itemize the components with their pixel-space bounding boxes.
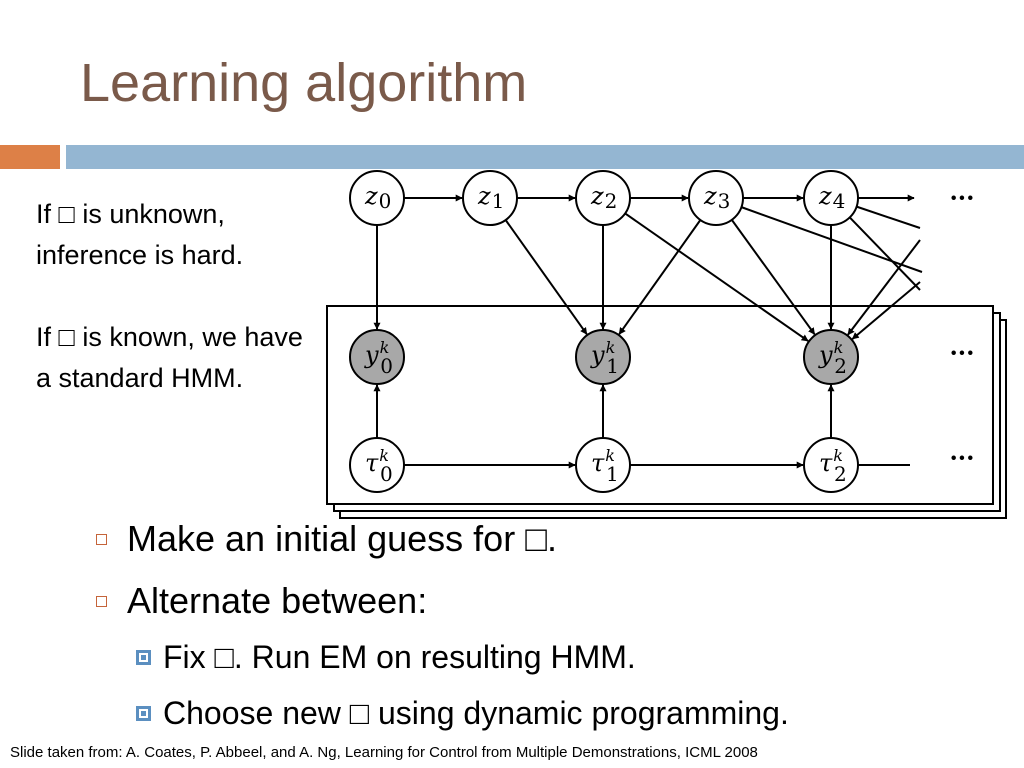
bullet-alternate: Alternate between: <box>96 580 427 622</box>
edge-incoming-y2-1 <box>851 281 921 340</box>
diagram-edges <box>373 194 923 469</box>
bullet-text: Fix □. Run EM on resulting HMM. <box>163 639 636 675</box>
node-z1: z1 <box>462 170 518 226</box>
bullet-marker-hollow <box>96 595 107 607</box>
ellipsis-top: ··· <box>949 183 974 212</box>
citation-footer: Slide taken from: A. Coates, P. Abbeel, … <box>10 744 758 761</box>
edge-continuation-3 <box>849 216 921 291</box>
edge-z1-y1 <box>504 219 588 335</box>
node-circle <box>349 170 405 226</box>
plate-front <box>326 305 994 505</box>
node-label: z3 <box>703 182 730 213</box>
bullet-marker-filled <box>136 650 151 665</box>
node-label: z1 <box>477 182 504 213</box>
accent-bar-orange <box>0 145 60 169</box>
side-text-known: If □ is known, we have a standard HMM. <box>36 322 303 393</box>
node-circle <box>803 170 859 226</box>
edge-continuation-2 <box>856 205 921 229</box>
edge-z2-y2 <box>624 212 809 342</box>
edge-z3-y1 <box>618 219 702 335</box>
node-z4: z4 <box>803 170 859 226</box>
edge-z3-y2 <box>731 219 816 335</box>
node-label: z2 <box>590 182 617 213</box>
edge-incoming-y2-0 <box>847 239 921 336</box>
node-label: z4 <box>818 182 845 213</box>
subbullet-choose-new: Choose new □ using dynamic programming. <box>136 695 789 732</box>
slide-title: Learning algorithm <box>80 53 528 113</box>
node-label: z0 <box>364 182 391 213</box>
bullet-marker-filled <box>136 706 151 721</box>
node-z0: z0 <box>349 170 405 226</box>
bullet-text: Choose new □ using dynamic programming. <box>163 695 789 731</box>
bullet-initial-guess: Make an initial guess for □. <box>96 518 557 560</box>
bullet-text: Alternate between: <box>127 580 428 621</box>
node-z3: z3 <box>688 170 744 226</box>
bullet-text: Make an initial guess for □. <box>127 518 557 559</box>
subbullet-fix-run-em: Fix □. Run EM on resulting HMM. <box>136 639 636 676</box>
ellipsis-middle: ··· <box>949 338 974 367</box>
accent-bar-blue <box>66 145 1024 169</box>
ellipsis-bottom: ··· <box>949 443 974 472</box>
bullet-marker-hollow <box>96 533 107 545</box>
node-circle <box>575 170 631 226</box>
node-circle <box>462 170 518 226</box>
node-z2: z2 <box>575 170 631 226</box>
node-circle <box>803 437 859 493</box>
node-circle <box>349 329 405 385</box>
node-circle <box>575 329 631 385</box>
side-text-unknown: If □ is unknown, inference is hard. <box>36 199 244 270</box>
node-circle <box>803 329 859 385</box>
node-circle <box>575 437 631 493</box>
node-circle <box>688 170 744 226</box>
node-circle <box>349 437 405 493</box>
